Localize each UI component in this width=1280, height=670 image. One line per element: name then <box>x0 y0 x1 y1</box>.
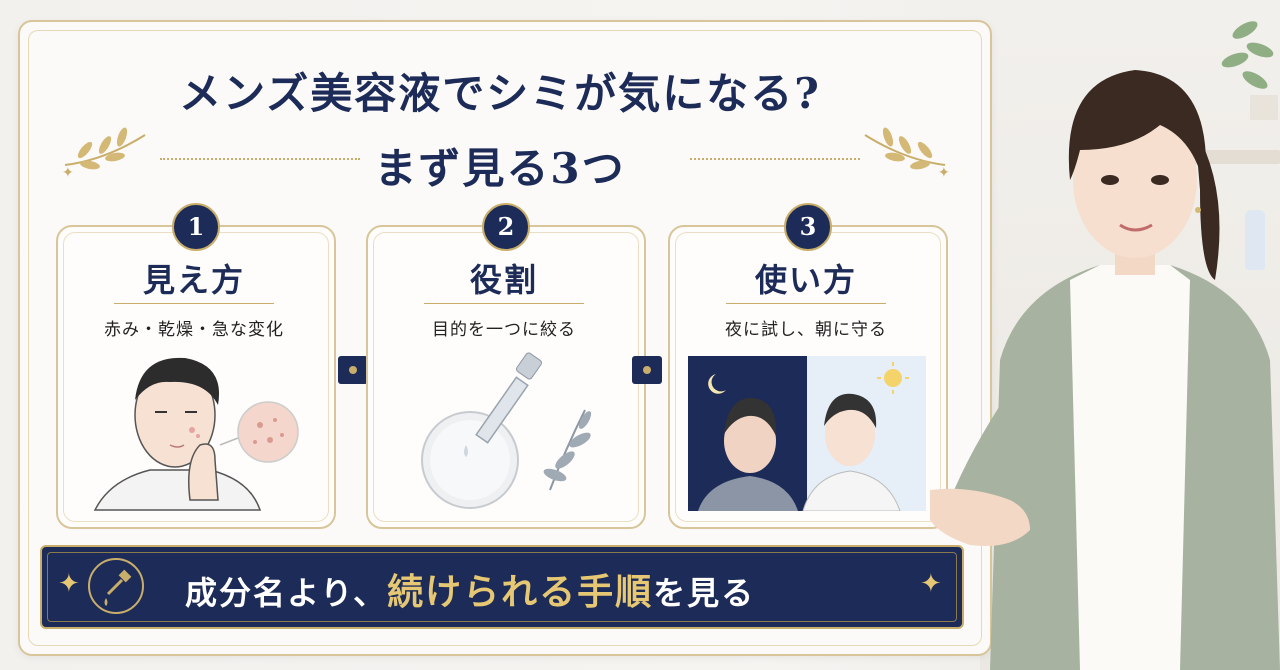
man-touching-face-illustration <box>93 357 299 511</box>
bottom-banner <box>40 545 964 629</box>
sparkle-icon: ✦ <box>920 569 942 599</box>
step-badge-2: 2 <box>482 203 530 251</box>
serum-dropper-illustration <box>421 352 592 509</box>
card-divider <box>424 303 584 304</box>
card-title: 役割 <box>469 261 538 299</box>
banner-text-after: を見る <box>653 574 756 612</box>
card-divider <box>726 303 886 304</box>
card-subtitle: 目的を一つに絞る <box>432 320 576 340</box>
title-line-1: メンズ美容液でシミが気になる? <box>179 69 821 118</box>
laurel-left-icon <box>64 127 146 170</box>
wall-shelf <box>1190 150 1280 164</box>
night-morning-illustration <box>688 356 926 511</box>
banner-message: 成分名より、続けられる手順を見る <box>185 563 755 615</box>
banner-text-highlight: 続けられる手順 <box>387 571 654 613</box>
sparkle-icon: ✦ <box>62 165 74 181</box>
card-divider <box>114 303 274 304</box>
presenter-woman-illustration <box>930 70 1280 670</box>
step-badge-3: 3 <box>784 203 832 251</box>
title-line-2: まず見る3つ <box>374 144 626 193</box>
connector-2-3 <box>632 356 662 384</box>
card-title: 使い方 <box>754 261 857 299</box>
bottle-illustration <box>1245 210 1265 270</box>
card-title: 見え方 <box>142 261 245 299</box>
connector-1-2 <box>338 356 368 384</box>
laurel-right-icon <box>864 127 946 170</box>
dotted-divider-left <box>160 158 360 160</box>
step-badge-1: 1 <box>172 203 220 251</box>
dotted-divider-right <box>690 158 860 160</box>
dropper-icon <box>88 558 144 614</box>
banner-text-before: 成分名より、 <box>185 574 388 612</box>
card-subtitle: 夜に試し、朝に守る <box>725 320 887 340</box>
sparkle-icon: ✦ <box>58 569 80 599</box>
plant-illustration <box>1221 21 1278 120</box>
sparkle-icon: ✦ <box>938 165 950 181</box>
card-subtitle: 赤み・乾燥・急な変化 <box>104 320 284 340</box>
